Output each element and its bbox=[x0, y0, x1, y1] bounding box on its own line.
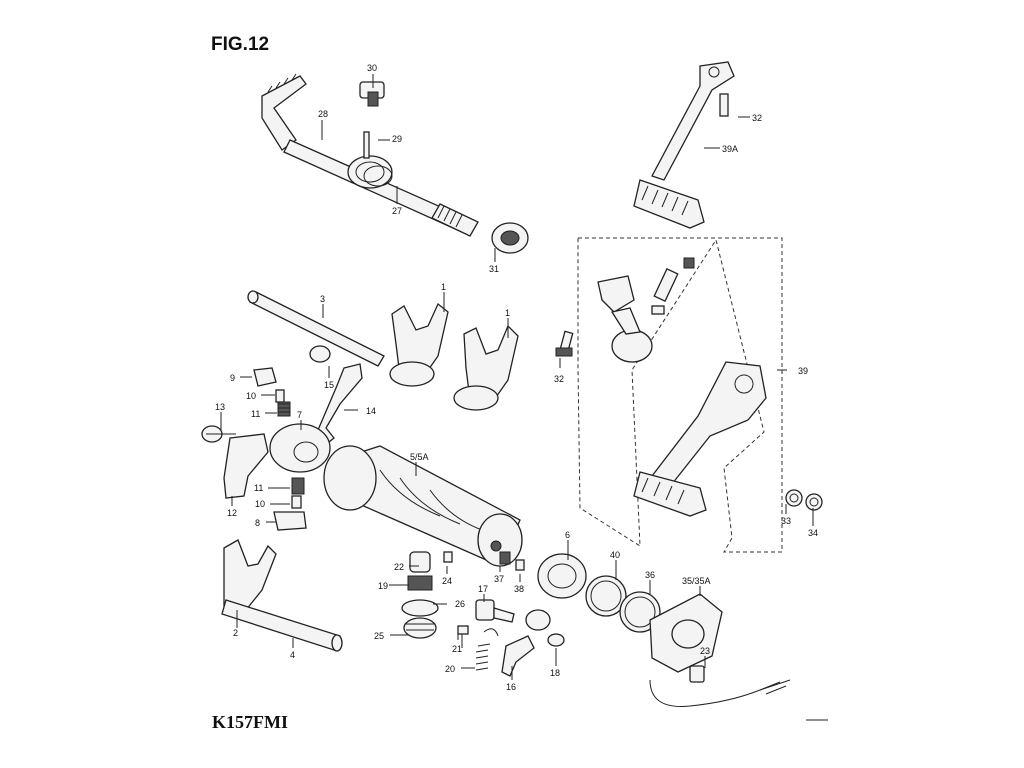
callout-40: 40 bbox=[610, 550, 620, 560]
callout-17: 17 bbox=[478, 584, 488, 594]
callout-8: 8 bbox=[255, 518, 260, 528]
shift-forks-1 bbox=[389, 302, 519, 411]
callout-34: 34 bbox=[808, 528, 818, 538]
callout-5-5a: 5/5A bbox=[410, 452, 429, 462]
callout-23: 23 bbox=[700, 646, 710, 656]
lower-right-parts bbox=[537, 553, 791, 707]
callout-1-left: 1 bbox=[441, 282, 446, 292]
callout-11-upper: 11 bbox=[251, 409, 260, 419]
bolt-32-lower bbox=[555, 330, 574, 357]
callout-9: 9 bbox=[230, 373, 235, 383]
callout-37: 37 bbox=[494, 574, 504, 584]
callout-16: 16 bbox=[506, 682, 516, 692]
shift-pedal-39a bbox=[633, 61, 735, 229]
model-code: K157FMI bbox=[212, 712, 288, 732]
shift-fork-2-rod-4 bbox=[221, 539, 343, 652]
figure-title: FIG.12 bbox=[211, 34, 270, 55]
callout-19: 19 bbox=[378, 581, 388, 591]
callout-25: 25 bbox=[374, 631, 384, 641]
callout-18: 18 bbox=[550, 668, 560, 678]
callout-38: 38 bbox=[514, 584, 524, 594]
kit-39-outline bbox=[577, 237, 783, 553]
callout-6: 6 bbox=[565, 530, 570, 540]
lower-center-parts bbox=[401, 551, 565, 677]
callout-22: 22 bbox=[394, 562, 404, 572]
callout-14: 14 bbox=[366, 406, 376, 416]
callout-4: 4 bbox=[290, 650, 295, 660]
callout-39: 39 bbox=[798, 366, 808, 376]
callout-39a: 39A bbox=[722, 144, 738, 154]
callout-31: 31 bbox=[489, 264, 499, 274]
callout-13: 13 bbox=[215, 402, 225, 412]
callout-28: 28 bbox=[318, 109, 328, 119]
callout-36: 36 bbox=[645, 570, 655, 580]
callout-32-lower: 32 bbox=[554, 374, 564, 384]
callout-1-right: 1 bbox=[505, 308, 510, 318]
callout-27: 27 bbox=[392, 206, 402, 216]
callout-26: 26 bbox=[455, 599, 465, 609]
shift-drum-5 bbox=[323, 445, 523, 567]
callout-7: 7 bbox=[297, 410, 302, 420]
callout-35-35a: 35/35A bbox=[682, 576, 711, 586]
callout-30: 30 bbox=[367, 63, 377, 73]
callout-33: 33 bbox=[781, 516, 791, 526]
callout-3: 3 bbox=[320, 294, 325, 304]
leader-lines bbox=[220, 74, 814, 680]
callout-29: 29 bbox=[392, 134, 402, 144]
detent-cluster bbox=[201, 345, 363, 531]
callout-11-lower: 11 bbox=[254, 483, 263, 493]
callout-10-upper: 10 bbox=[246, 391, 256, 401]
fork-rod-3 bbox=[247, 290, 385, 367]
callout-20: 20 bbox=[445, 664, 455, 674]
callout-2: 2 bbox=[233, 628, 238, 638]
callout-15: 15 bbox=[324, 380, 334, 390]
callout-10-lower: 10 bbox=[255, 499, 265, 509]
callout-12: 12 bbox=[227, 508, 237, 518]
washers-33-34 bbox=[785, 489, 823, 511]
shift-shaft-assembly bbox=[261, 73, 529, 254]
callout-21: 21 bbox=[452, 644, 462, 654]
callout-labels: 30 28 29 27 31 32 39A 3 1 1 32 39 9 10 1… bbox=[215, 63, 818, 692]
callout-32-upper: 32 bbox=[752, 113, 762, 123]
callout-24: 24 bbox=[442, 576, 452, 586]
